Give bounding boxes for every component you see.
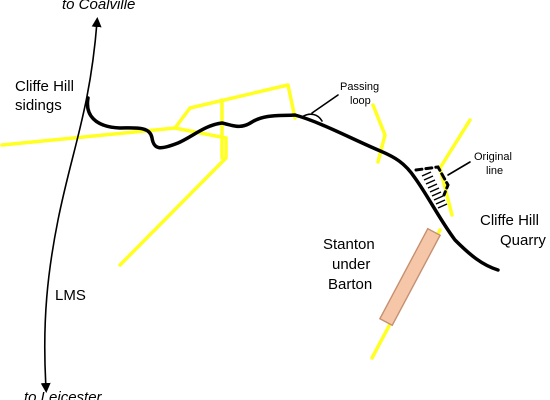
label-village-1: Stanton [323,236,375,253]
lms-main-line [40,17,102,393]
village-stanton-under-barton [378,227,442,327]
label-original-2: line [486,165,503,177]
label-passing-1: Passing [340,81,379,93]
road-north-east [371,103,387,164]
label-to-coalville: to Coalville [62,0,135,13]
road-cross-link [173,126,228,140]
cliffe-hill-railway [85,96,500,272]
label-sidings-1: Cliffe Hill [15,78,74,95]
label-original-1: Original [474,151,512,163]
label-village-2: under [332,256,370,273]
original-line [414,165,450,197]
road-west-main [0,83,297,147]
road-southwest [118,136,228,267]
label-to-leicester: to Leicester [24,389,103,400]
label-lms: LMS [55,287,86,304]
label-village-3: Barton [328,276,372,293]
label-quarry-1: Cliffe Hill [480,212,539,229]
passing-loop-pointer [311,94,339,114]
passing-loop [301,113,323,122]
original-line-pointer [447,161,471,176]
cutting-hatch [421,171,448,209]
label-quarry-2: Quarry [500,232,546,249]
label-sidings-2: sidings [15,97,62,114]
label-passing-2: loop [350,95,371,107]
